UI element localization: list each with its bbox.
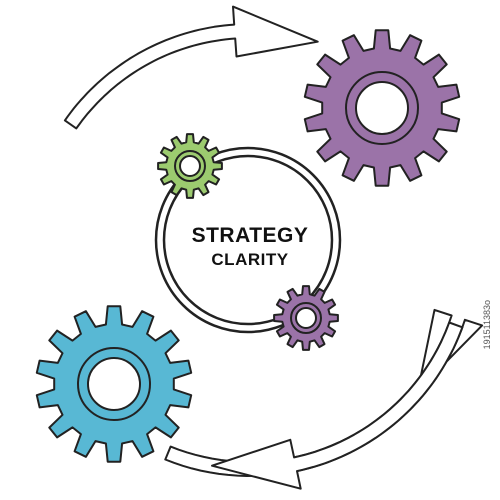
purple-gear-icon-hole [355,81,409,135]
center-title-line1: STRATEGY [191,224,309,247]
center-title-line2: CLARITY [211,250,289,269]
teal-gear-icon-ring [77,347,151,421]
center-ring-outer [154,146,342,334]
gears [35,29,461,463]
cycle-arrows [63,5,484,490]
teal-gear-icon-hole [87,357,141,411]
arrow-bottom-icon [211,321,464,490]
center-ring-inner [162,154,334,326]
green-gear-icon-hole [179,155,201,177]
arrow-top-icon [63,5,319,130]
small-purple-gear-icon-hole [295,307,317,329]
stock-id-watermark: 191511383o [482,300,492,350]
small-purple-gear-icon-ring [290,302,322,334]
green-gear-icon-ring [174,150,206,182]
purple-gear-icon-ring [345,71,419,145]
